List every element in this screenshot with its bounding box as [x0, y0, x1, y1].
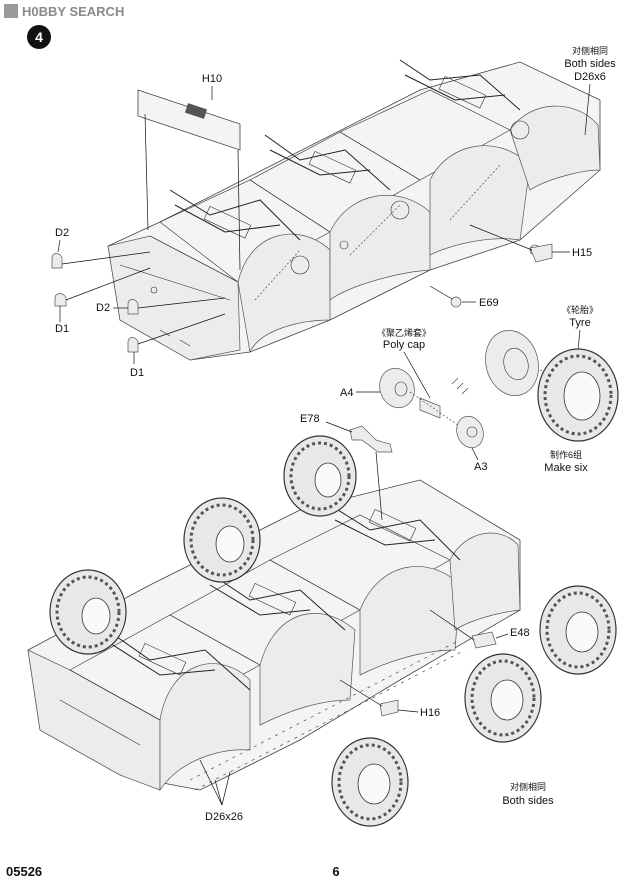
- note-tyre-cn: 《轮胎》: [562, 304, 598, 315]
- note-make-six-cn: 制作6组: [550, 449, 582, 460]
- note-d26x26: D26x26: [205, 811, 243, 823]
- watermark-logo-icon: [4, 4, 18, 18]
- upper-hull-assembly: [107, 59, 601, 361]
- footer: 05526 6: [6, 864, 340, 879]
- watermark-text: H0BBY SEARCH: [22, 4, 124, 19]
- note-poly-cap-en: Poly cap: [383, 339, 425, 351]
- note-both-sides-bottom: 对侧相同 Both sides: [502, 781, 554, 807]
- parts-d2-d1-left: D2 D1: [51, 227, 151, 335]
- parts-d2-d1-mid: D2 D1: [96, 297, 226, 379]
- label-h10: H10: [202, 73, 222, 85]
- wheel-front-left: [49, 569, 127, 655]
- page-number: 6: [332, 864, 339, 879]
- kit-number: 05526: [6, 864, 42, 879]
- part-h10: H10: [137, 73, 241, 271]
- wheel-mid-left: [183, 497, 261, 583]
- note-both-sides-cn-top: 对侧相同: [572, 45, 608, 56]
- wheel-rear-left: [283, 435, 357, 517]
- step-number: 4: [35, 29, 43, 45]
- label-d2-b: D2: [96, 302, 110, 314]
- part-e69: E69: [429, 285, 499, 309]
- label-e78: E78: [300, 413, 320, 425]
- part-e48: E48: [429, 609, 530, 649]
- part-h15: H15: [469, 224, 592, 263]
- direction-arrow-icon: [451, 377, 469, 395]
- label-h16: H16: [420, 707, 440, 719]
- wheel-hub-exploded: 《聚乙烯套》 Poly cap A4 A3: [340, 327, 487, 473]
- wheels-lower: [49, 435, 617, 827]
- label-d1-a: D1: [55, 323, 69, 335]
- note-d26x6: D26x6: [574, 71, 606, 83]
- note-poly-cap-cn: 《聚乙烯套》: [377, 327, 431, 338]
- part-e78: E78: [300, 413, 393, 521]
- step-circle-icon: [27, 25, 51, 49]
- label-a3: A3: [474, 461, 487, 473]
- label-e69: E69: [479, 297, 499, 309]
- part-h16: H16: [339, 679, 440, 719]
- note-d26x26-group: D26x26: [199, 759, 243, 823]
- label-a4: A4: [340, 387, 353, 399]
- wheel-front-right: [331, 737, 409, 827]
- wheel-rear-right: [539, 585, 617, 675]
- lower-hull-assembly: [27, 479, 521, 792]
- note-both-sides-cn-bottom: 对侧相同: [510, 781, 546, 792]
- label-e48: E48: [510, 627, 530, 639]
- step-badge: 4: [27, 25, 51, 49]
- wheel-mid-right: [464, 653, 542, 743]
- label-d1-b: D1: [130, 367, 144, 379]
- note-make-six-en: Make six: [544, 462, 588, 474]
- note-both-sides-top: 对侧相同 Both sides D26x6: [564, 45, 616, 136]
- note-both-sides-en-bottom: Both sides: [502, 795, 554, 807]
- tyre-assembly: 《轮胎》 Tyre 制作6组 Make six: [485, 304, 619, 474]
- label-h15: H15: [572, 247, 592, 259]
- label-d2-a: D2: [55, 227, 69, 239]
- note-both-sides-en-top: Both sides: [564, 58, 616, 70]
- watermark: H0BBY SEARCH: [4, 4, 124, 19]
- note-tyre-en: Tyre: [569, 317, 590, 329]
